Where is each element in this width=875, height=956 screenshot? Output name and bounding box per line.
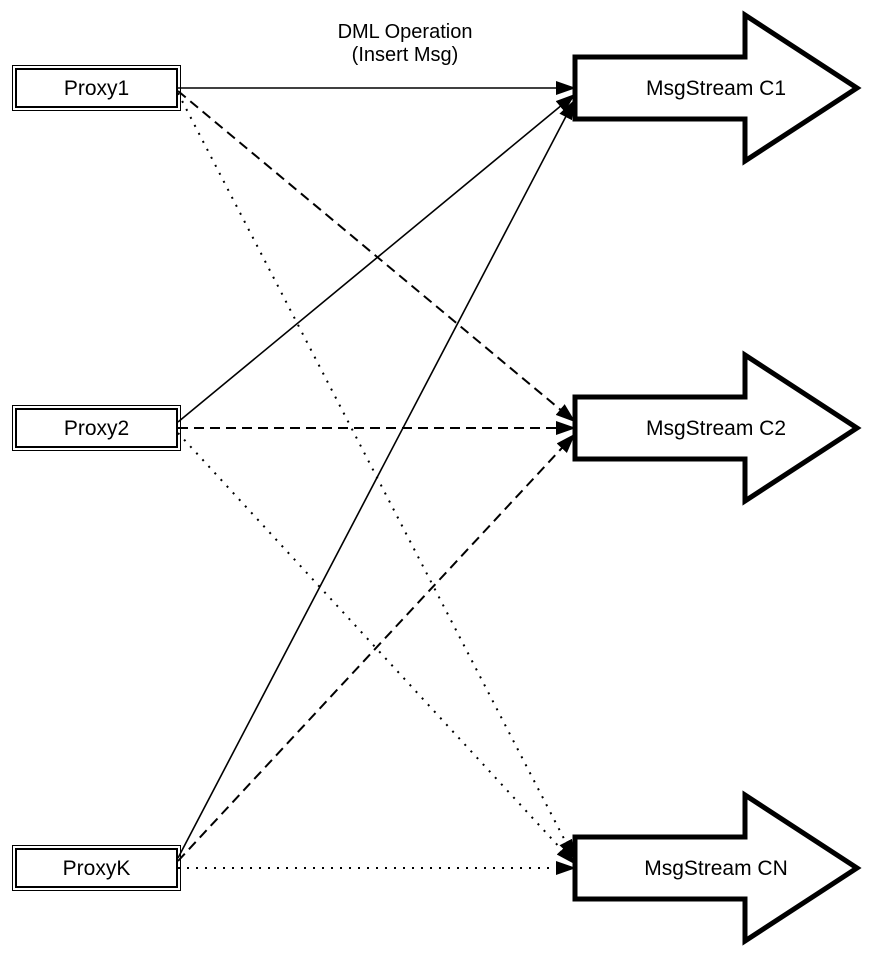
node-proxy1: Proxy1: [12, 65, 181, 111]
node-proxyk: ProxyK: [12, 845, 181, 891]
node-proxy2: Proxy2: [12, 405, 181, 451]
edge-proxy1-c2: [177, 90, 576, 423]
edge-proxyk-c1: [177, 99, 575, 859]
msgstream-cn-arrow-shape: [572, 790, 862, 946]
node-proxyk-label: ProxyK: [62, 856, 131, 880]
msgstream-c2-arrow-shape: [572, 350, 862, 506]
edge-label-line1: DML Operation: [337, 21, 473, 43]
node-proxy1-label: Proxy1: [63, 76, 130, 100]
node-proxy2-label: Proxy2: [63, 416, 130, 440]
edge-proxy2-c1: [177, 93, 576, 423]
edge-proxyk-c2: [177, 433, 576, 862]
edge-proxy2-cn: [177, 432, 576, 865]
edge-label-line2: (Insert Msg): [351, 44, 459, 66]
msgstream-c1-arrow-shape: [572, 10, 862, 166]
edge-label-dml-operation: DML Operation (Insert Msg): [255, 21, 555, 67]
